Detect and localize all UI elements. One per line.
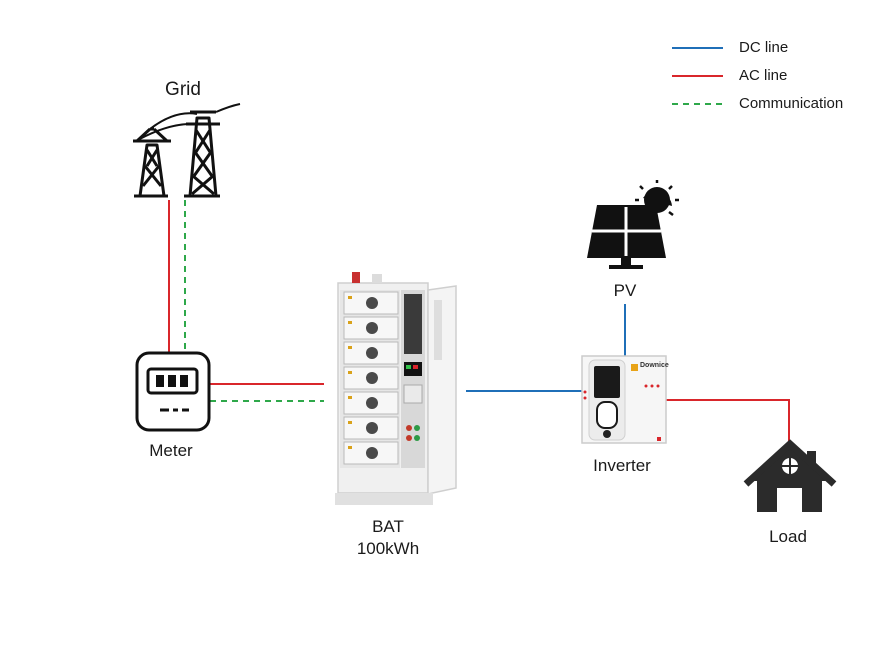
battery-label-name: BAT [372, 517, 404, 536]
solar-panel-icon [587, 205, 666, 269]
battery-label: BAT 100kWh [318, 516, 458, 560]
battery-cabinet-image [335, 272, 457, 505]
meter-icon [135, 351, 211, 432]
inverter-load-ac-line [666, 399, 790, 446]
legend-dc-label: DC line [739, 39, 789, 56]
legend-ac-label: AC line [739, 67, 788, 84]
battery-label-capacity: 100kWh [356, 539, 420, 558]
inverter-brand-text: Downice [640, 362, 669, 369]
legend-comm-label: Communication [739, 95, 844, 112]
load-label: Load [769, 527, 807, 546]
pv-label: PV [613, 281, 637, 300]
house-icon [743, 439, 837, 512]
inverter-image [581, 355, 667, 444]
meter-label: Meter [149, 441, 193, 460]
sun-icon [635, 180, 679, 216]
grid-tower-icon [133, 103, 241, 198]
grid-label: Grid [165, 79, 201, 100]
inverter-label: Inverter [593, 456, 651, 475]
